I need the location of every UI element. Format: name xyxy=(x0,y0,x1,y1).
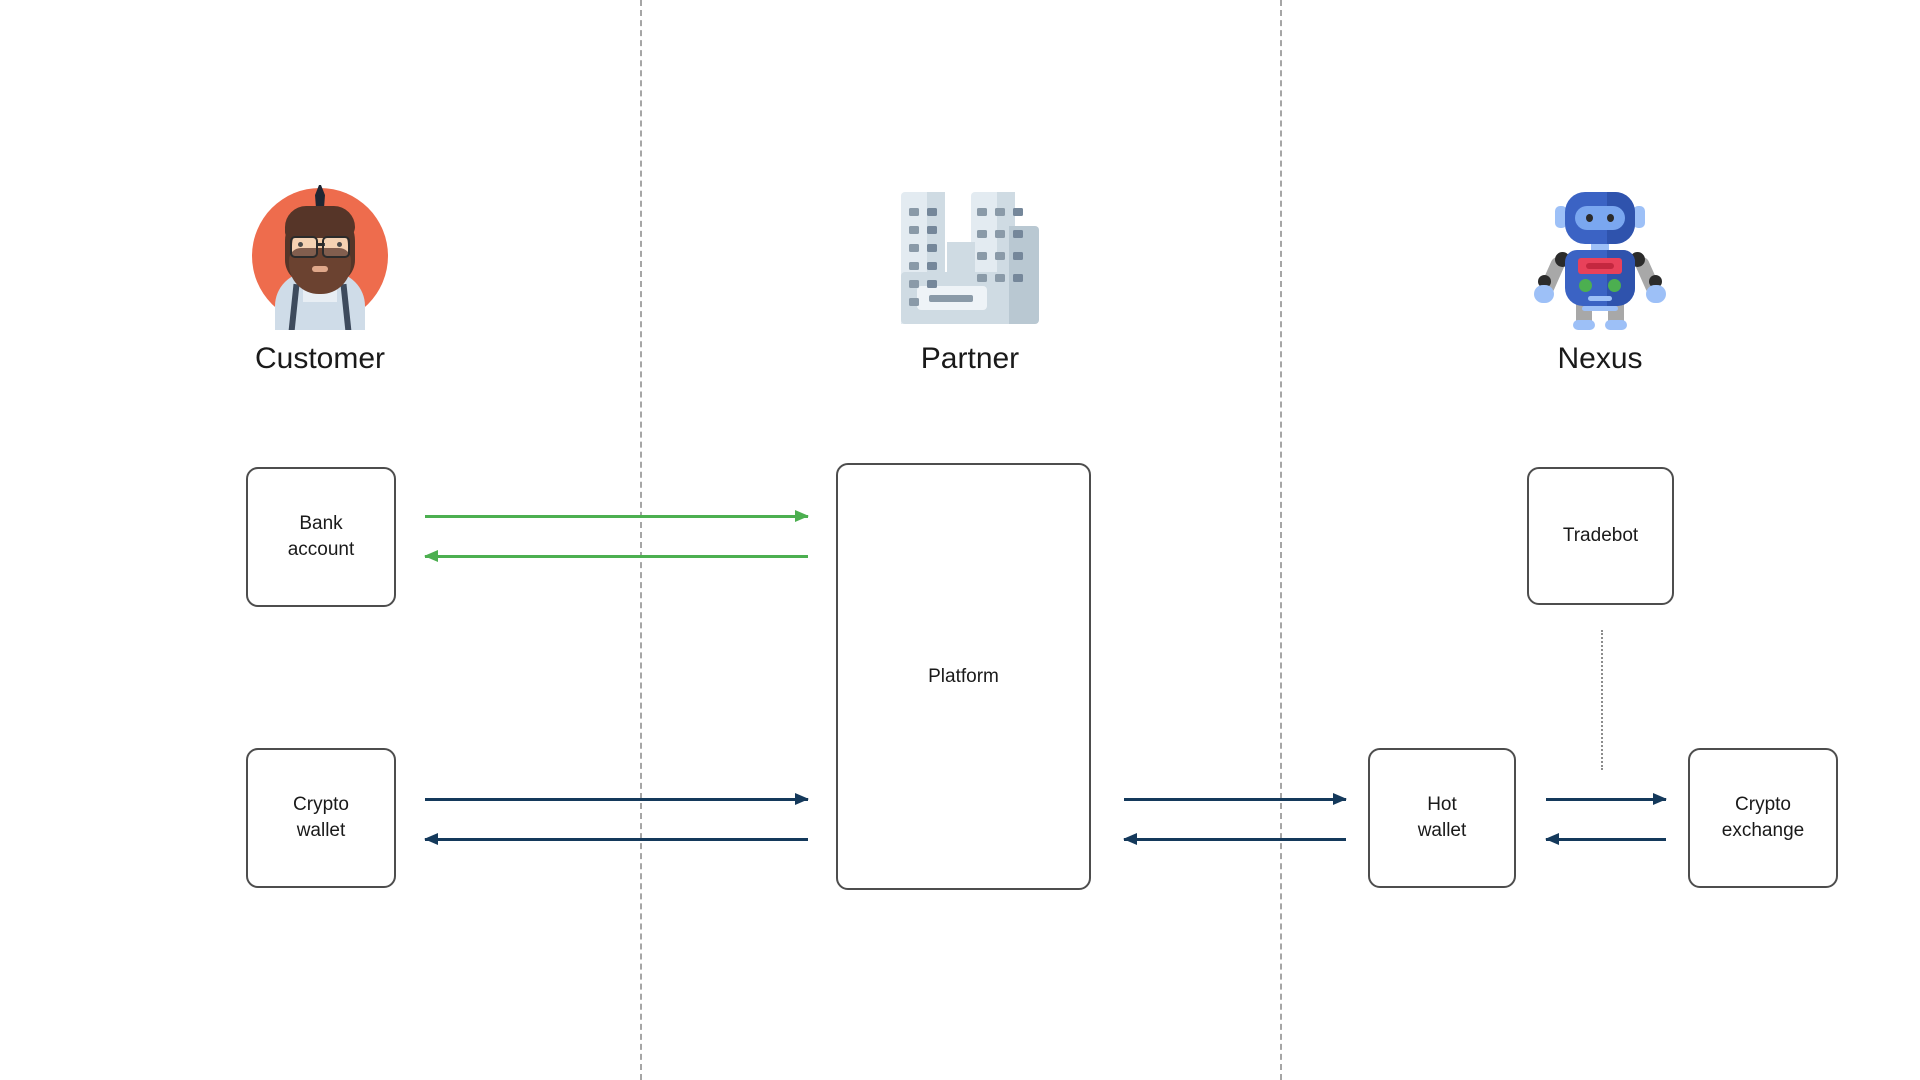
node-crypto-exchange-line2: exchange xyxy=(1721,820,1805,841)
lane-title-customer: Customer xyxy=(254,342,386,375)
lane-divider-partner-nexus xyxy=(1280,0,1282,1080)
lane-header-customer: Customer xyxy=(160,180,480,374)
node-crypto-wallet[interactable]: Crypto wallet xyxy=(246,748,396,888)
person-avatar-icon xyxy=(245,180,395,330)
node-crypto-wallet-line2: wallet xyxy=(296,820,346,841)
node-bank-account-line2: account xyxy=(287,539,355,560)
node-hot-wallet[interactable]: Hot wallet xyxy=(1368,748,1516,888)
node-platform-label: Platform xyxy=(928,665,999,687)
lane-header-partner: Partner xyxy=(810,180,1130,374)
node-crypto-exchange[interactable]: Crypto exchange xyxy=(1688,748,1838,888)
lane-title-partner: Partner xyxy=(920,342,1020,375)
node-crypto-exchange-line1: Crypto xyxy=(1735,794,1791,816)
node-hot-wallet-line1: Hot xyxy=(1427,794,1457,816)
node-hot-wallet-line2: wallet xyxy=(1417,820,1467,841)
lane-header-nexus: Nexus xyxy=(1440,180,1760,374)
node-platform[interactable]: Platform xyxy=(836,463,1091,890)
node-crypto-wallet-line1: Crypto xyxy=(293,794,349,816)
lane-title-nexus: Nexus xyxy=(1557,342,1643,375)
robot-icon xyxy=(1525,180,1675,330)
node-bank-account[interactable]: Bank account xyxy=(246,467,396,607)
lane-divider-customer-partner xyxy=(640,0,642,1080)
node-bank-account-line1: Bank xyxy=(299,513,343,535)
office-building-icon xyxy=(895,180,1045,330)
node-tradebot-label: Tradebot xyxy=(1562,525,1639,547)
node-tradebot[interactable]: Tradebot xyxy=(1527,467,1674,605)
connector-tradebot-control-link xyxy=(1601,630,1603,770)
